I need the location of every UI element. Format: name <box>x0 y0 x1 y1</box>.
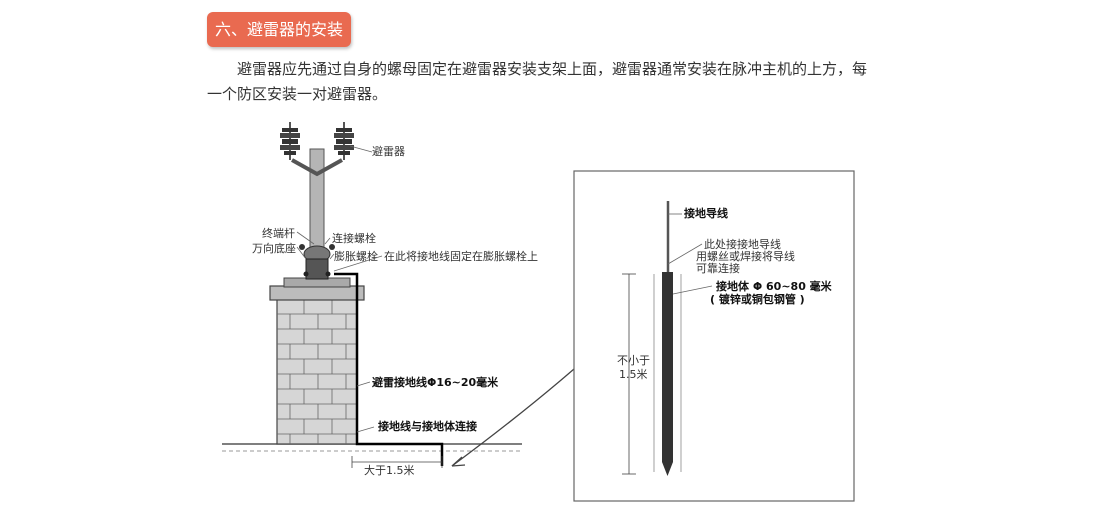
section-heading: 六、避雷器的安装 <box>207 12 351 47</box>
label-min-distance: 大于1.5米 <box>364 463 415 477</box>
arrester-left <box>280 122 300 160</box>
label-weld-note-2: 用螺丝或焊接将导线 <box>696 249 795 263</box>
label-ground-wire-spec: 避雷接地线Φ16~20毫米 <box>372 375 499 389</box>
label-weld-note-1: 此处接接地导线 <box>704 237 781 251</box>
detail-box <box>573 170 855 502</box>
label-ground-lead: 接地导线 <box>684 206 728 220</box>
label-ground-body-1: 接地体 Φ 60~80 毫米 <box>716 279 833 293</box>
installation-diagram: 避雷器 终端杆 万向底座 连接螺栓 膨胀螺栓 在此将接地线固定在膨胀螺栓上 避雷… <box>222 114 860 514</box>
diagram-svg: 避雷器 终端杆 万向底座 连接螺栓 膨胀螺栓 在此将接地线固定在膨胀螺栓上 避雷… <box>222 122 855 502</box>
ground-rod <box>662 272 673 462</box>
label-universal-base: 万向底座 <box>252 241 296 255</box>
label-depth-1: 不小于 <box>617 354 650 367</box>
post-assembly <box>222 122 575 468</box>
label-wire-to-body: 接地线与接地体连接 <box>378 419 477 433</box>
label-weld-note-3: 可靠连接 <box>696 261 740 275</box>
label-fix-note: 在此将接地线固定在膨胀螺栓上 <box>384 249 538 263</box>
section-paragraph: 避雷器应先通过自身的螺母固定在避雷器安装支架上面，避雷器通常安装在脉冲主机的上方… <box>207 60 868 103</box>
ground-wire <box>334 272 444 466</box>
label-terminal-pole: 终端杆 <box>262 226 295 240</box>
label-ground-body-2: ( 镀锌或铜包钢管 ) <box>710 292 805 306</box>
label-expansion-bolt: 膨胀螺栓 <box>334 249 378 263</box>
brick-column <box>269 277 365 445</box>
arrester-right <box>334 122 354 160</box>
label-connecting-bolt: 连接螺栓 <box>332 231 376 245</box>
label-depth-2: 1.5米 <box>619 368 648 381</box>
label-arrester: 避雷器 <box>372 144 405 158</box>
